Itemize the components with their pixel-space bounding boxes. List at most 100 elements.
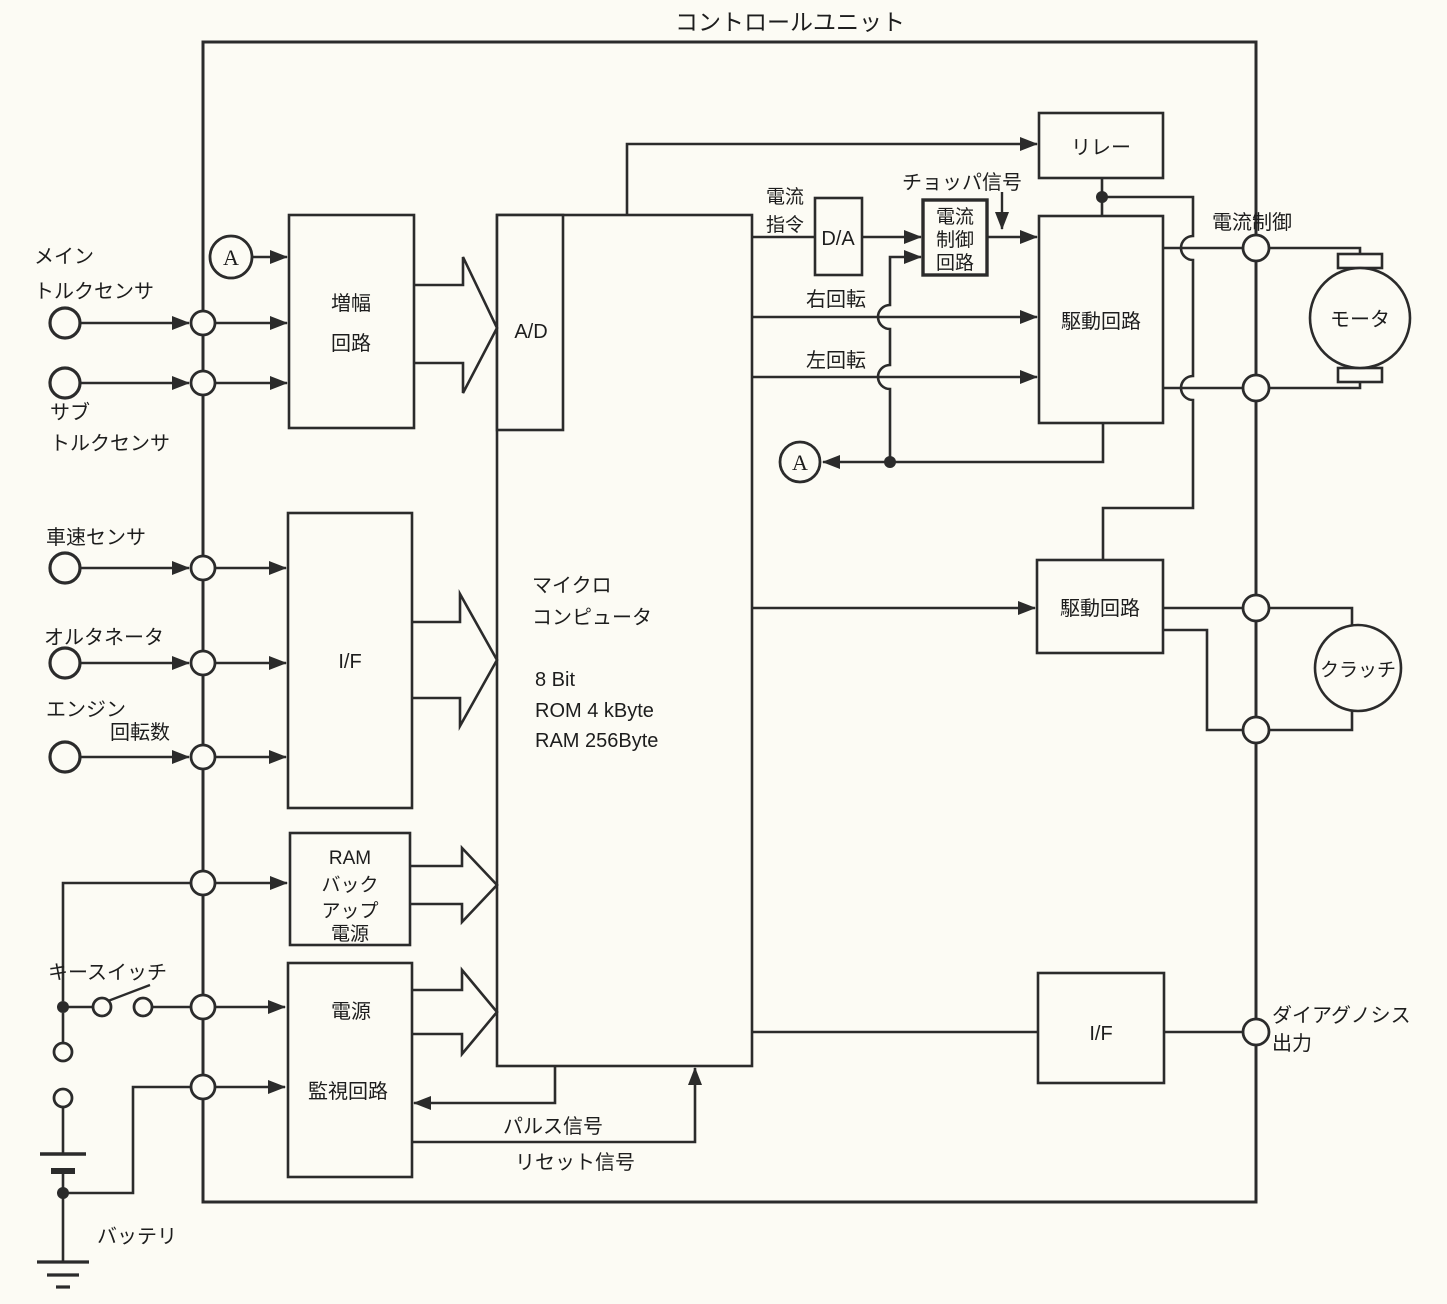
switch-contact-right: [132, 996, 154, 1018]
sensor-engine-rpm: [48, 740, 82, 774]
key-switch-label: キースイッチ: [48, 962, 167, 984]
ammeter2-label: A: [792, 450, 808, 475]
drive-circuit-clutch-block: [1035, 558, 1165, 655]
junction-feedback: [884, 456, 896, 468]
battery-label: バッテリ: [97, 1226, 177, 1248]
block-labels: 増幅 回路 A/D I/F RAM バック アップ 電源 電源 監視回路 マイク…: [308, 137, 1141, 1103]
ammeter2-circle: [778, 440, 822, 484]
terminal-speed: [189, 554, 217, 582]
bus-arrow-power-to-micro: [412, 966, 499, 1058]
interface-left-label: I/F: [338, 651, 361, 673]
bus-arrow-amp-to-ad: [414, 256, 499, 394]
relay-block: [1037, 111, 1165, 180]
external-sensors: [48, 306, 82, 774]
amplifier-label-2: 回路: [331, 332, 371, 355]
ram-backup-block: [288, 831, 412, 947]
ammeter1-label: A: [223, 245, 239, 270]
micro-label-5: RAM 256Byte: [535, 730, 658, 752]
switch-contact-left: [91, 996, 113, 1018]
ram-backup-label-1: RAM: [329, 848, 371, 869]
interface-right-label: I/F: [1089, 1023, 1112, 1045]
wire-drive1-motor-top: [1163, 246, 1362, 254]
rotate-right-label: 右回転: [806, 288, 866, 311]
current-command-label-2: 指令: [766, 214, 804, 236]
wire-drive2-clutch-bottom: [1163, 628, 1354, 732]
ad-converter-block: [495, 213, 565, 432]
terminal-ram-backup: [189, 869, 217, 897]
bus-arrow-ram-to-micro: [410, 844, 499, 926]
sensor-main-torque: [48, 306, 82, 340]
input-labels: メイン トルクセンサ サブ トルクセンサ 車速センサ オルタネータ エンジン 回…: [34, 246, 177, 1248]
terminal-main-torque: [189, 309, 217, 337]
junction-battery: [57, 1187, 69, 1199]
motor-circle: [1308, 266, 1412, 370]
sensor-sub-torque: [48, 366, 82, 400]
wire-battery-branch: [63, 1085, 191, 1195]
current-control-label-1: 電流: [936, 206, 974, 228]
motor-symbol: モータ: [1308, 252, 1412, 384]
current-control-signal-label: 電流制御: [1212, 211, 1292, 234]
micro-label-1: マイクロ: [532, 574, 612, 597]
main-torque-label-1: メイン: [34, 246, 94, 268]
wire-relay-to-drive2: [1101, 195, 1195, 560]
current-control-label-3: 回路: [936, 252, 974, 274]
ram-backup-label-4: 電源: [331, 923, 369, 945]
wire-feedback-to-cc: [876, 250, 922, 462]
signal-labels: 電流 指令 チョッパ信号 右回転 左回転 電流制御 パルス信号 リセット信号 ダ…: [503, 171, 1411, 1174]
current-command-label-1: 電流: [766, 186, 804, 208]
engine-rpm-label-1: エンジン: [46, 699, 126, 721]
clutch-label: クラッチ: [1320, 659, 1396, 681]
wire-pulse-signal: [413, 1066, 557, 1110]
amplifier-block: [287, 213, 416, 430]
terminal-clutch-bottom: [1241, 715, 1271, 745]
da-label: D/A: [821, 228, 855, 250]
terminal-clutch-top: [1241, 593, 1271, 623]
ammeter-1: A: [208, 234, 254, 280]
connector-pin-bottom: [52, 1087, 74, 1109]
current-control-label-2: 制御: [936, 229, 974, 251]
bus-arrow-if-to-micro: [412, 589, 499, 731]
wire-drive1-motor-bottom: [1163, 382, 1362, 390]
interface-right-block: [1036, 971, 1166, 1085]
junction-relay: [1096, 191, 1108, 203]
pulse-signal-label: パルス信号: [503, 1115, 603, 1138]
da-converter-block: [813, 196, 864, 277]
engine-rpm-label-2: 回転数: [110, 721, 170, 744]
reset-signal-label: リセット信号: [515, 1151, 635, 1174]
wire-drive2-clutch-top: [1163, 606, 1354, 625]
relay-label: リレー: [1071, 137, 1131, 159]
terminal-engine-rpm: [189, 743, 217, 771]
ammeter1-circle: [208, 234, 254, 280]
terminal-battery: [189, 1073, 217, 1101]
wires: [37, 137, 1362, 1289]
terminal-alternator: [189, 649, 217, 677]
terminal-diagnosis: [1241, 1017, 1271, 1047]
junction-keyswitch: [57, 1001, 69, 1013]
ammeter-2: A: [778, 440, 822, 484]
micro-label-3: 8 Bit: [535, 669, 575, 691]
sensor-alternator: [48, 646, 82, 680]
junction-dots: [57, 191, 1108, 1199]
motor-label: モータ: [1330, 308, 1390, 331]
interface-left-block: [286, 511, 414, 810]
power-monitor-block: [286, 961, 414, 1179]
connector-pin-top: [52, 1041, 74, 1063]
power-monitor-label-2: 監視回路: [308, 1080, 388, 1103]
wire-feedback-to-ammeter2: [822, 423, 1105, 469]
rotate-left-label: 左回転: [806, 349, 866, 372]
chopper-signal-label: チョッパ信号: [902, 171, 1022, 194]
terminal-motor-top: [1241, 233, 1271, 263]
drive2-label: 駆動回路: [1060, 597, 1140, 620]
amplifier-label-1: 増幅: [331, 292, 371, 315]
wire-relay-feed: [625, 137, 1038, 215]
sub-torque-label-1: サブ: [50, 400, 90, 424]
diagnosis-label-1: ダイアグノシス: [1272, 1004, 1411, 1027]
terminal-motor-bottom: [1241, 373, 1271, 403]
clutch-symbol: クラッチ: [1313, 623, 1403, 713]
sub-torque-label-2: トルクセンサ: [50, 432, 170, 455]
clutch-circle: [1313, 623, 1403, 713]
drive1-label: 駆動回路: [1061, 310, 1141, 333]
terminal-key-switch: [189, 993, 217, 1021]
